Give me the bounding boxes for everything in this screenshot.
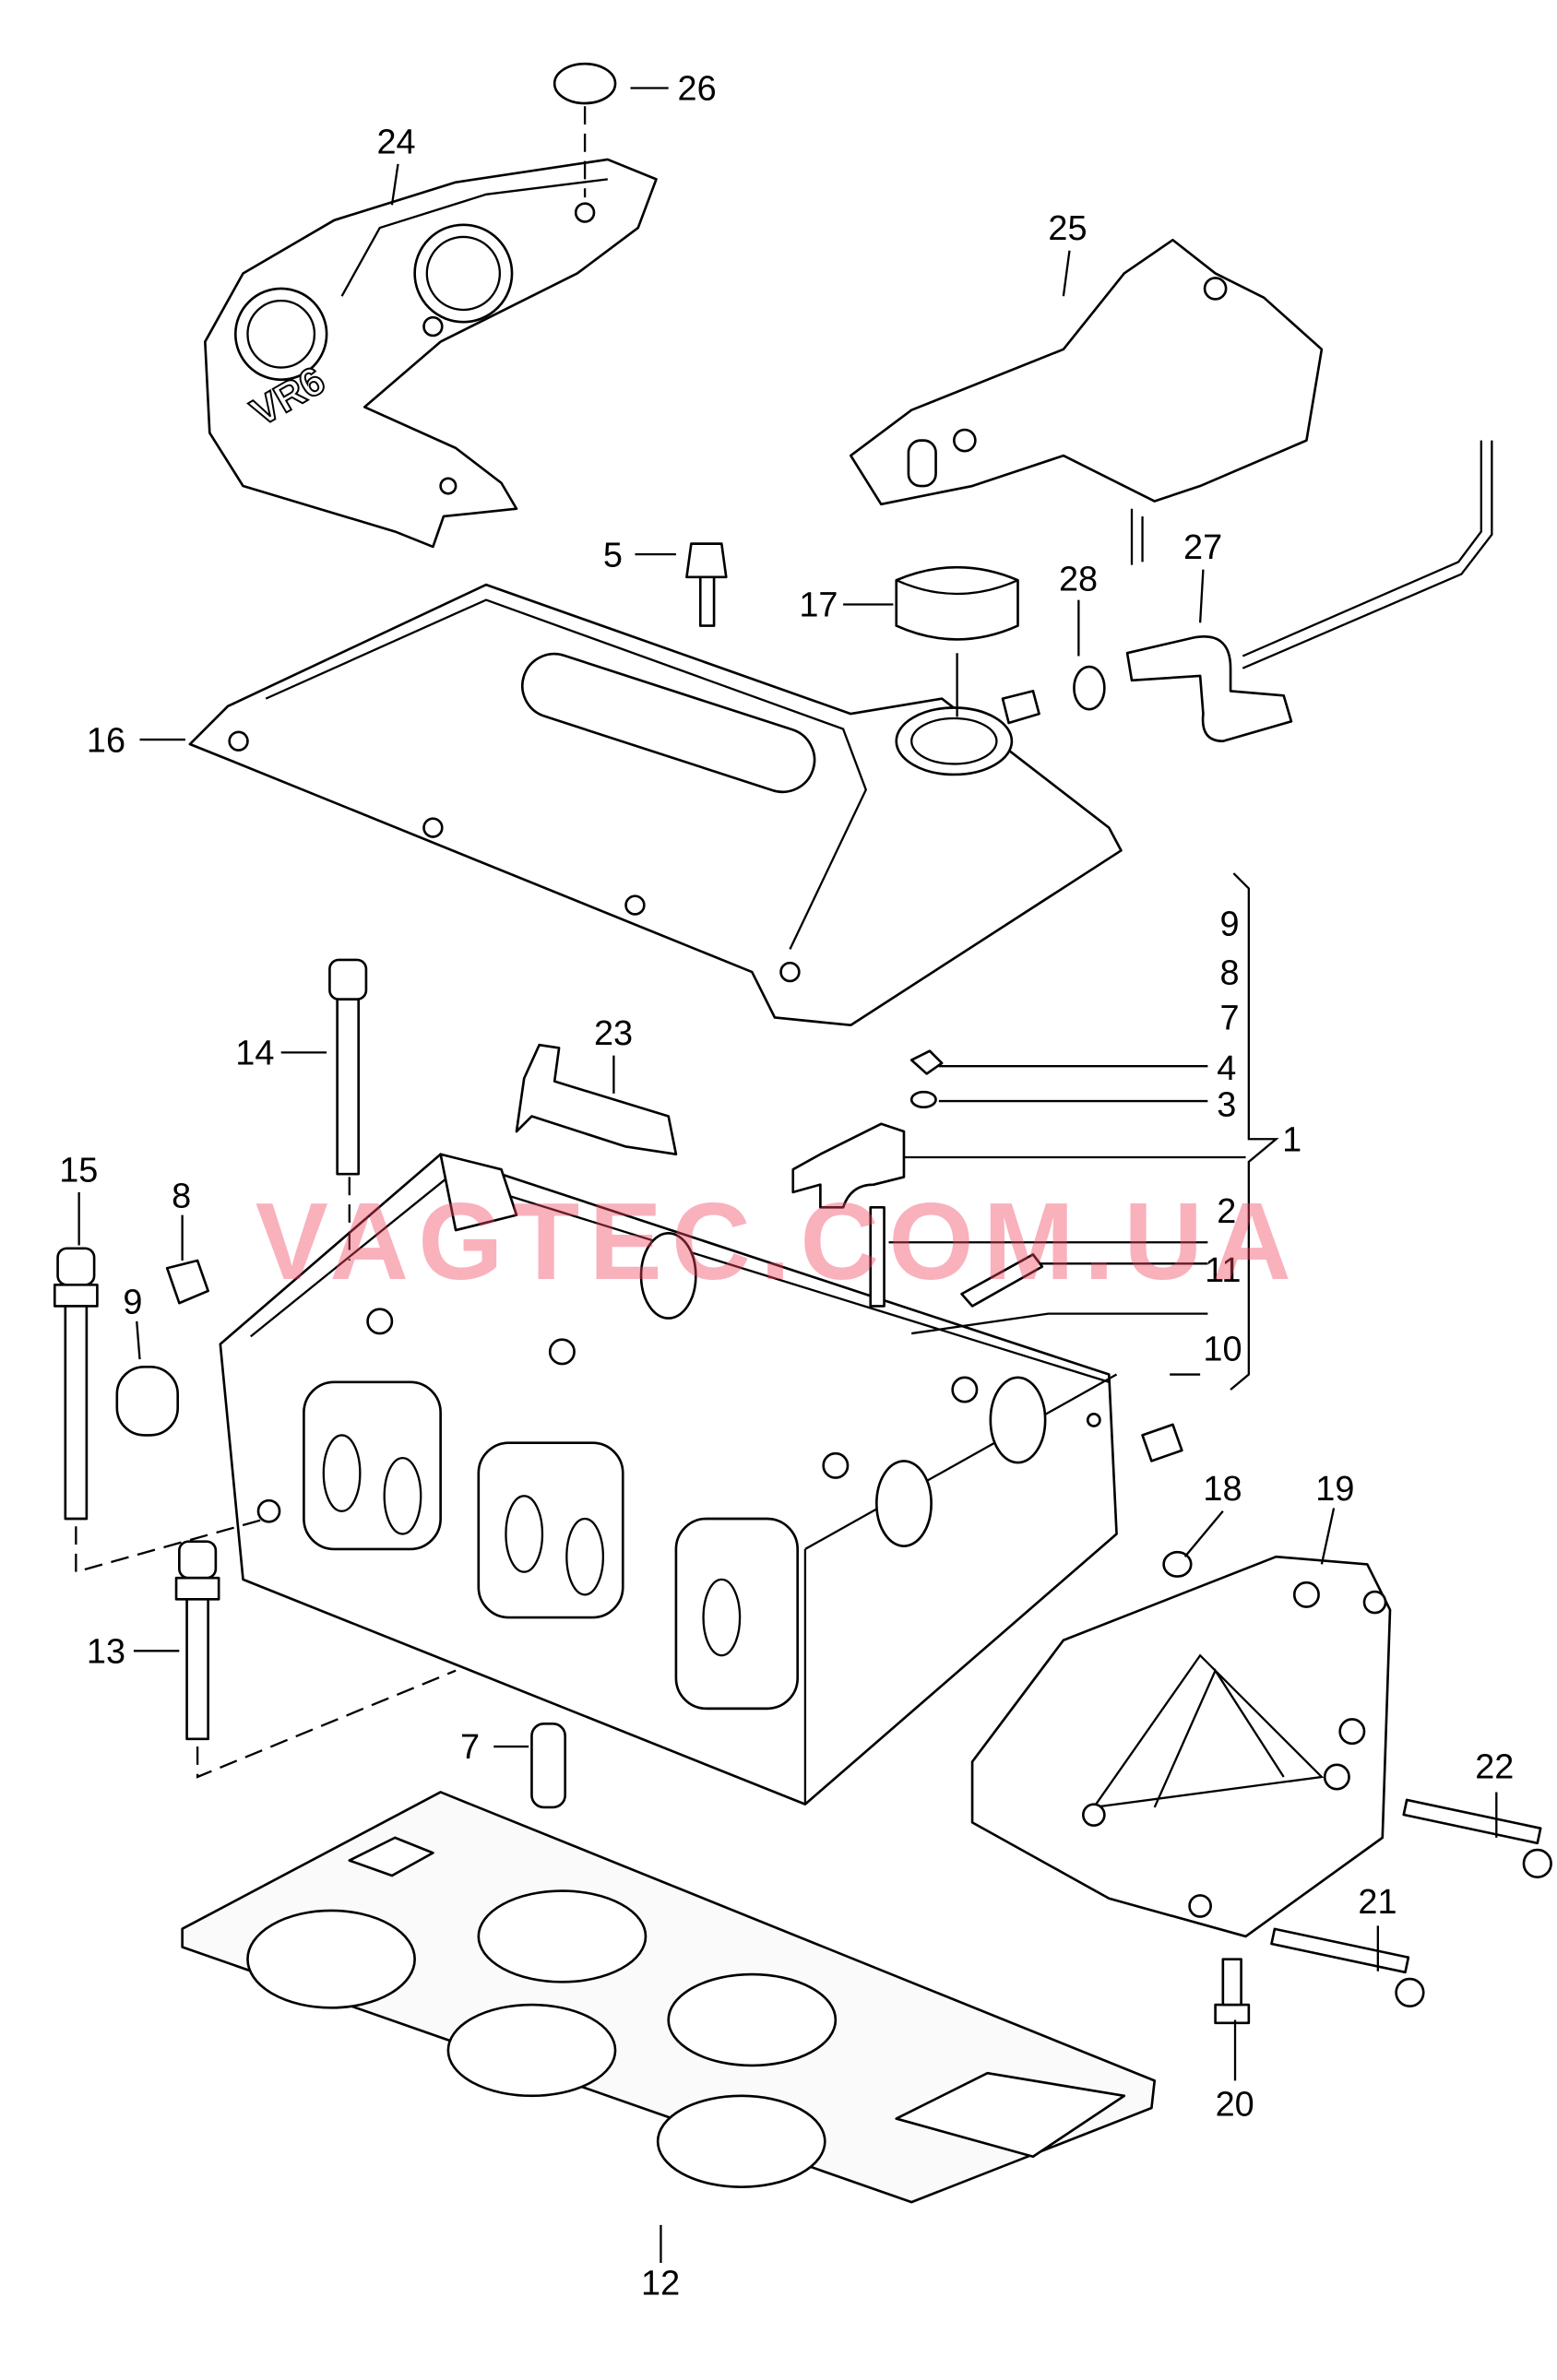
callout-3[interactable]: 3 (1217, 1086, 1236, 1125)
callout-12[interactable]: 12 (641, 2265, 680, 2303)
cylinder-head[interactable] (219, 1153, 1118, 1806)
callout-20[interactable]: 20 (1216, 2085, 1254, 2124)
bracket-part-23[interactable] (515, 1043, 678, 1156)
bolt-part-22[interactable] (1402, 1798, 1552, 1879)
oil-filler-cap-part-17[interactable] (895, 565, 1019, 717)
callout-13[interactable]: 13 (87, 1632, 125, 1671)
engine-cover-part-24[interactable]: VR6 (204, 158, 658, 549)
guide-part-7[interactable] (530, 1723, 567, 1809)
washer-part-3[interactable] (909, 1090, 937, 1108)
callout-8[interactable]: 8 (1220, 953, 1240, 992)
callout-10[interactable]: 10 (1203, 1331, 1242, 1369)
callout-16[interactable]: 16 (87, 721, 125, 760)
callout-4[interactable]: 4 (1217, 1049, 1236, 1088)
bolt-part-13[interactable] (174, 1540, 220, 1741)
callout-22[interactable]: 22 (1475, 1748, 1514, 1787)
callout-23[interactable]: 23 (594, 1014, 633, 1053)
cap-part-26[interactable] (553, 62, 617, 198)
bearing-cap-part-2[interactable] (791, 1122, 906, 1209)
callout-8-left[interactable]: 8 (172, 1177, 191, 1215)
seal-ring-part-18[interactable] (1162, 1550, 1193, 1578)
callout-2[interactable]: 2 (1217, 1192, 1236, 1231)
callout-5[interactable]: 5 (603, 536, 623, 574)
breather-hose-part-27[interactable] (1125, 440, 1493, 743)
callout-9-left[interactable]: 9 (123, 1284, 142, 1322)
stud-part-11[interactable] (869, 1206, 1044, 1308)
callout-7[interactable]: 7 (1220, 1000, 1240, 1038)
bolt-part-21[interactable] (1270, 1927, 1425, 2008)
accessory-bracket-part-19[interactable] (970, 1555, 1392, 1938)
bolt-part-5[interactable] (685, 542, 728, 627)
cover-part-25[interactable] (850, 238, 1324, 565)
callout-14[interactable]: 14 (235, 1035, 274, 1073)
nut-part-4[interactable] (909, 1049, 944, 1075)
callout-7-lower[interactable]: 7 (460, 1728, 480, 1767)
callout-28[interactable]: 28 (1059, 561, 1098, 599)
callout-25[interactable]: 25 (1048, 209, 1087, 248)
sleeve-part-10[interactable] (1141, 1423, 1183, 1462)
tappet-part-9[interactable] (115, 1365, 180, 1437)
bolt-part-14[interactable] (328, 958, 368, 1176)
callout-24[interactable]: 24 (376, 123, 415, 161)
callout-9[interactable]: 9 (1220, 906, 1240, 944)
callout-27[interactable]: 27 (1183, 528, 1222, 567)
hose-clamp-part-28[interactable] (1073, 665, 1106, 711)
callout-18[interactable]: 18 (1203, 1470, 1242, 1509)
callout-19[interactable]: 19 (1315, 1470, 1354, 1509)
valve-seal-part-8[interactable] (165, 1259, 209, 1305)
head-gasket-part-12[interactable] (181, 1791, 1157, 2204)
bolt-part-15[interactable] (53, 1247, 99, 1521)
callout-17[interactable]: 17 (799, 586, 838, 625)
callout-11[interactable]: 11 (1205, 1251, 1241, 1290)
callout-1[interactable]: 1 (1282, 1120, 1301, 1159)
valve-cover-part-16[interactable] (188, 583, 1123, 1027)
callout-21[interactable]: 21 (1358, 1883, 1397, 1922)
bolt-part-20[interactable] (1214, 1958, 1251, 2025)
callout-26[interactable]: 26 (678, 70, 717, 109)
callout-15[interactable]: 15 (59, 1151, 98, 1190)
